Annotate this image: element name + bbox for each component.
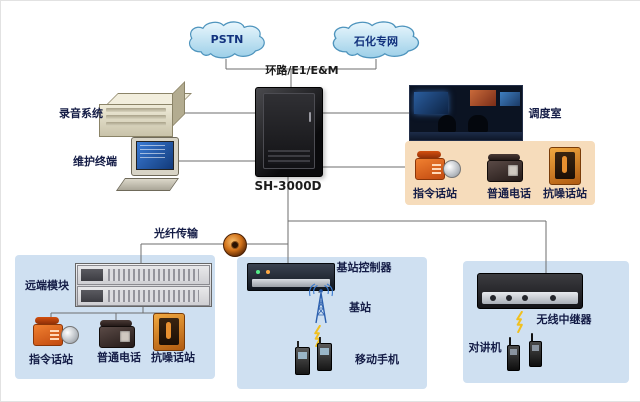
phone-handset [488,154,520,161]
remote-module-rack [75,263,212,307]
console-screen-2 [500,92,520,106]
noise-proof-phone [549,147,581,185]
trunk-label: 环路/E1/E&M [265,64,339,77]
phone-handset [417,151,441,158]
base-station-label: 基站 [349,301,371,314]
mobile-handset [317,337,332,371]
noise-proof-phone [153,313,185,351]
console-screen-1 [470,90,496,106]
phone-handset [35,317,59,324]
dispatch-room-label: 调度室 [528,107,562,120]
operator-silhouette [438,115,456,132]
speaker-disc [61,326,79,344]
noise-phone-label: 抗噪话站 [151,351,195,364]
phone-body [33,324,63,346]
phone-body [487,160,523,182]
speaker-disc [443,160,461,178]
petro-network-label: 石化专网 [354,35,398,48]
mobile-handset [295,341,310,375]
ordinary-phone [487,153,523,182]
fiber-coil-icon [223,233,247,257]
monitor-screen [136,141,174,170]
pstn-cloud: PSTN [184,21,270,61]
operator-silhouette [468,115,488,132]
wireless-repeater-label: 无线中继器 [536,313,592,326]
petro-network-cloud: 石化专网 [327,21,425,61]
phone-body [415,158,445,180]
command-phone [415,149,461,180]
console-desk [410,132,522,140]
ordinary-phone-label: 普通电话 [487,187,531,200]
radio-link-bolt [516,311,523,333]
server-front-face [99,104,173,137]
rack-unit [77,286,210,306]
walkie-talkie-label: 对讲机 [468,341,502,354]
command-phone-label: 指令话站 [29,353,73,366]
monitor [131,137,179,176]
mobile-phone-label: 移动手机 [355,353,399,366]
base-station-controller [247,263,335,291]
ordinary-phone [99,319,135,348]
walkie-talkie [507,337,520,371]
noise-phone-label: 抗噪话站 [543,187,587,200]
maintenance-terminal [115,137,183,191]
command-phone [33,315,79,346]
command-phone-label: 指令话站 [413,187,457,200]
keyboard [115,178,179,191]
walkie-talkie [529,333,542,367]
base-station-antenna [309,283,333,324]
maintenance-terminal-label: 维护终端 [73,155,117,168]
remote-module-label: 远端模块 [25,279,69,292]
pstn-label: PSTN [210,33,244,46]
cloud-shape [188,21,265,59]
ordinary-phone-label: 普通电话 [97,351,141,364]
sh3000d-cabinet [255,87,323,177]
phone-body [99,326,135,348]
fiber-transmission-label: 光纤传输 [154,227,198,240]
rack-unit [77,265,210,285]
wireless-repeater-device [477,273,583,309]
wall-screen [414,92,448,114]
base-controller-label: 基站控制器 [336,261,392,274]
recording-server [99,81,192,137]
dispatch-room-photo [409,85,523,141]
switch-label: SH-3000D [254,179,322,193]
cloud-shape [332,21,420,59]
phone-handset [100,320,132,327]
cabinet-door [263,93,315,169]
recording-system-label: 录音系统 [59,107,103,120]
